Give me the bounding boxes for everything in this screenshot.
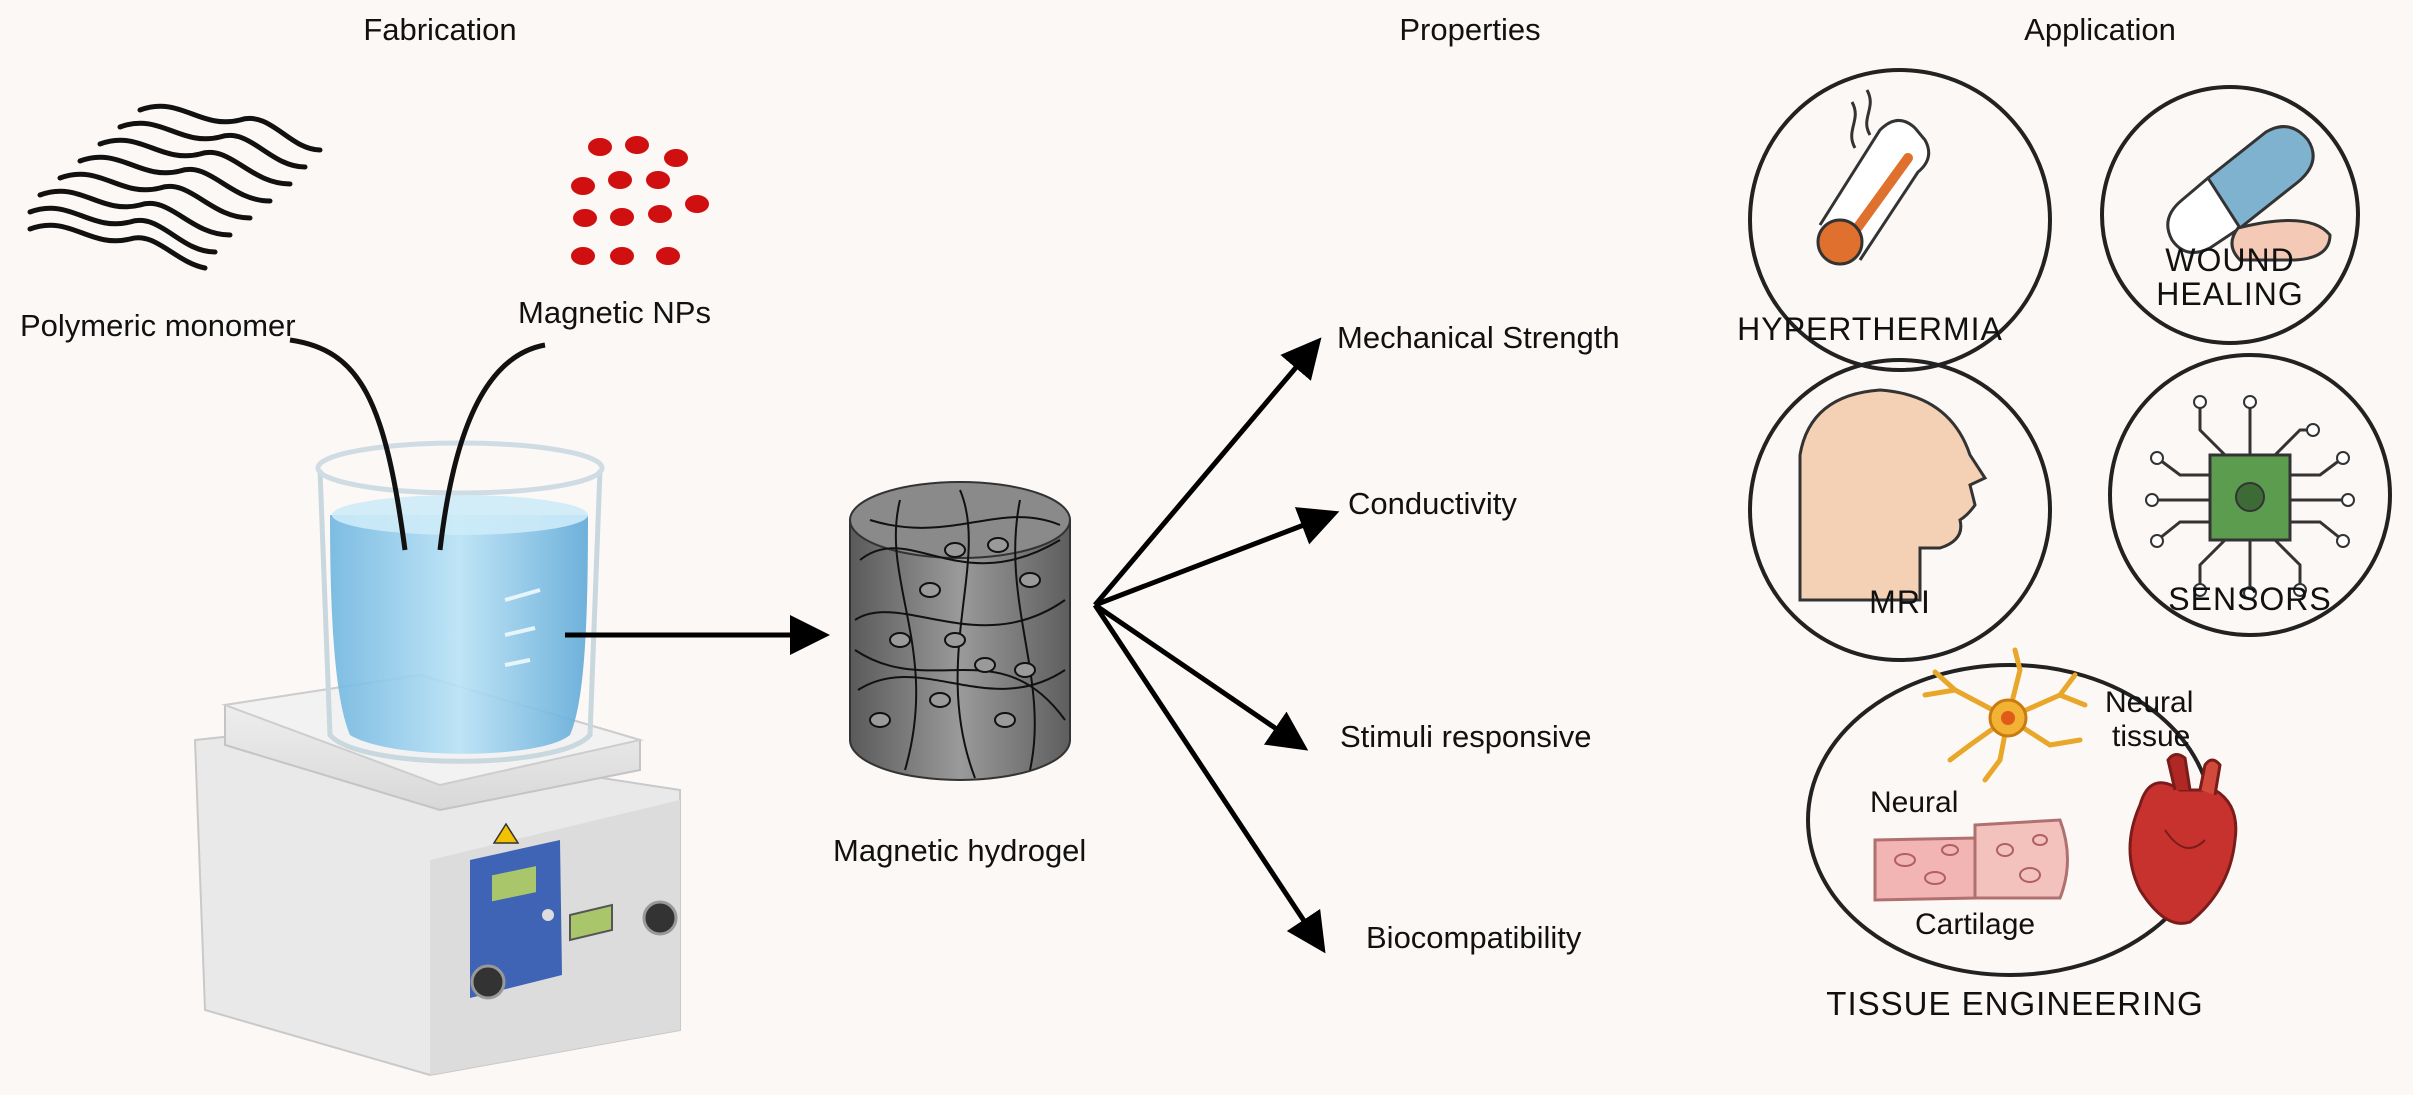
neural-label: Neural [1870,786,1959,819]
neural-tissue-label-1: Neural [2105,686,2194,719]
hyperthermia-label: HYPERTHERMIA [1737,311,2003,347]
wound-label: WOUND [2165,242,2295,278]
head-profile-icon [1798,388,1988,602]
arrow-mechanical [1093,337,1322,607]
magnetic-hydrogel-label: Magnetic hydrogel [833,833,1087,868]
cartilage-label: Cartilage [1915,908,2036,941]
neural-tissue-label-2: tissue [2112,720,2191,753]
magnetic-nps-label: Magnetic NPs [518,295,711,330]
chip-icon [2145,395,2355,600]
mri-circle [1748,358,2052,662]
heart-icon [2128,753,2238,925]
beaker [315,440,605,764]
healing-label: HEALING [2156,276,2304,312]
sensors-label: SENSORS [2168,581,2332,617]
property-conductivity: Conductivity [1348,486,1517,521]
magnetic-hydrogel-icon [849,481,1071,781]
application-header: Application [2024,12,2176,47]
property-biocompatibility: Biocompatibility [1366,920,1582,955]
wound-healing-circle [2100,85,2360,345]
arrow-conductivity [1094,507,1340,608]
monomer-connector [289,337,408,551]
fabrication-header: Fabrication [363,12,517,47]
arrow-biocompat [1092,603,1326,954]
property-stimuli-responsive: Stimuli responsive [1340,719,1592,754]
hyperthermia-circle [1748,68,2052,372]
mri-label: MRI [1869,584,1931,620]
property-mechanical-strength: Mechanical Strength [1337,320,1620,355]
properties-header: Properties [1399,12,1541,47]
tissue-engineering-label: TISSUE ENGINEERING [1826,985,2204,1022]
magnetic-nps-icon [571,136,709,265]
sensors-circle [2108,353,2392,637]
polymer-monomer-icon [27,103,323,271]
thermometer-icon [1816,89,1931,266]
arrow-stimuli [1093,602,1309,751]
polymeric-monomer-label: Polymeric monomer [20,308,296,343]
cartilage-icon [1873,818,2069,902]
nps-connector [437,342,546,551]
capsule-icon [2166,125,2332,262]
